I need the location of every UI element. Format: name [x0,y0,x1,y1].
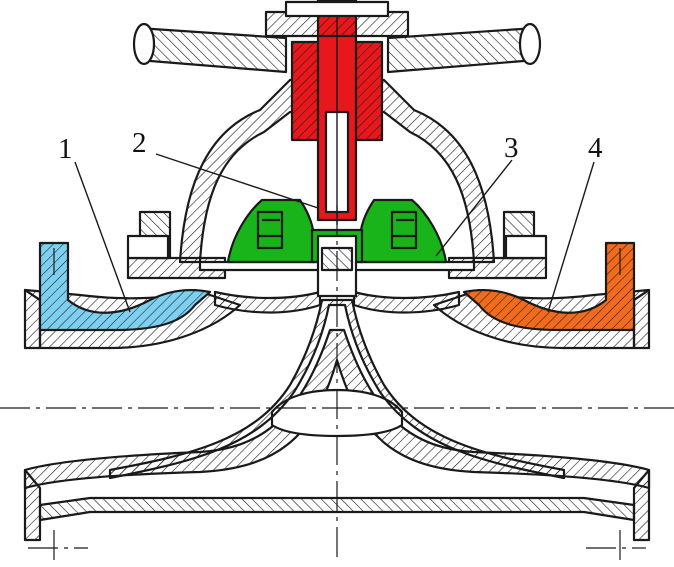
leader-3 [435,159,513,257]
outlet-port-lining [462,241,636,332]
callout-label-4: 4 [588,132,603,164]
centre-lines [0,205,674,562]
leader-lines [74,153,595,313]
handwheel [132,0,542,74]
callout-label-3: 3 [504,132,519,164]
callout-label-2: 2 [132,127,147,159]
bonnet [178,78,496,272]
callout-label-1: 1 [58,133,73,165]
leader-1 [74,161,131,313]
leader-4 [547,161,595,313]
leader-2 [155,153,319,209]
inlet-port-lining [38,241,212,332]
diaphragm-liner [108,290,566,480]
